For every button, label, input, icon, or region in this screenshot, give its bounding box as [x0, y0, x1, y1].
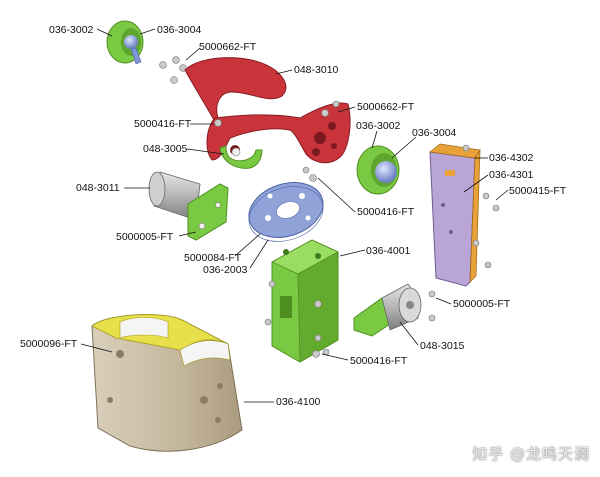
label-036-4001: 036-4001 — [366, 245, 411, 257]
label-5000662-ft-top: 5000662-FT — [199, 41, 257, 53]
part-036-4001 — [271, 239, 339, 363]
label-036-3002-mid: 036-3002 — [356, 120, 401, 132]
label-5000416-ft-mid: 5000416-FT — [357, 206, 415, 218]
part-036-2003 — [248, 182, 324, 242]
label-048-3011: 048-3011 — [76, 182, 120, 194]
label-5000005-ft-left: 5000005-FT — [116, 231, 174, 243]
watermark: 知乎 @龙鸣天澜 — [472, 445, 590, 463]
leader-lines — [80, 28, 509, 403]
label-036-2003: 036-2003 — [203, 264, 248, 276]
label-036-3004-mid: 036-3004 — [412, 127, 457, 139]
label-5000415-ft: 5000415-FT — [509, 185, 567, 197]
label-048-3015: 048-3015 — [420, 340, 465, 352]
label-5000662-ft-mid: 5000662-FT — [357, 101, 415, 113]
part-036-3002-mid — [356, 145, 400, 195]
label-5000416-ft-left: 5000416-FT — [134, 118, 192, 130]
label-5000005-ft-right: 5000005-FT — [453, 298, 511, 310]
label-036-3002-top: 036-3002 — [49, 24, 94, 36]
part-048-3010 — [184, 57, 351, 164]
label-036-4301: 036-4301 — [489, 169, 534, 181]
label-048-3005: 048-3005 — [143, 143, 188, 155]
label-036-3004-top: 036-3004 — [157, 24, 202, 36]
label-036-4302: 036-4302 — [489, 152, 534, 164]
part-048-3011 — [148, 171, 229, 241]
label-048-3010: 048-3010 — [294, 64, 339, 76]
part-036-3002-top — [106, 20, 144, 65]
screw-group-block — [264, 280, 330, 358]
screw-group-bracket — [428, 290, 436, 322]
part-048-3015 — [353, 283, 422, 337]
screw-group-red-arm — [214, 100, 340, 182]
label-5000096-ft: 5000096-FT — [20, 338, 78, 350]
label-036-4100: 036-4100 — [276, 396, 321, 408]
part-036-4100 — [91, 314, 243, 452]
label-5000084-ft: 5000084-FT — [184, 252, 242, 264]
screw-group-plate — [462, 144, 500, 269]
part-036-4301 — [429, 143, 481, 287]
screw-group-top — [159, 56, 187, 84]
part-048-3005 — [219, 145, 263, 169]
label-5000416-ft-bottom: 5000416-FT — [350, 355, 408, 367]
